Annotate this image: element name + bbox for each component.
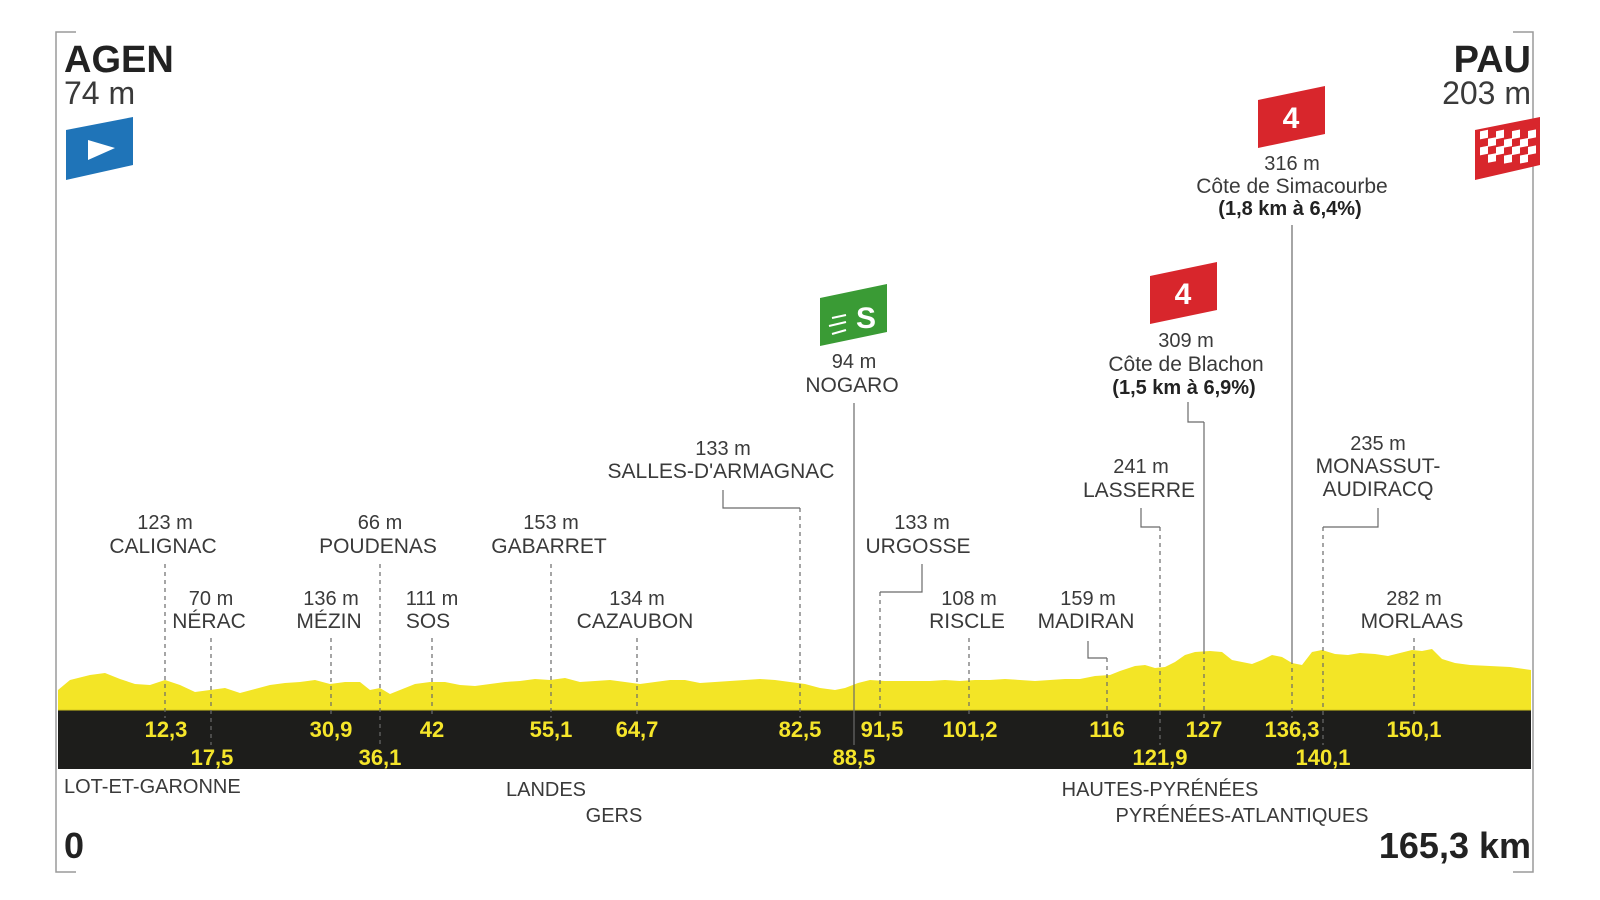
- km-marker: 30,9: [310, 717, 353, 742]
- place-altitude: 111 m: [406, 588, 459, 610]
- place-name: NOGARO: [805, 374, 898, 397]
- place-name: GABARRET: [491, 535, 607, 558]
- place-name: NÉRAC: [172, 610, 246, 633]
- frame: [55, 31, 1534, 873]
- place-altitude: 153 m: [523, 512, 579, 534]
- km-markers: 12,3 17,5 30,9 36,1 42 55,1 64,7 82,5 88…: [145, 717, 1442, 770]
- place-altitude: 136 m: [303, 588, 359, 610]
- place-name: RISCLE: [929, 610, 1005, 633]
- km-marker: 127: [1186, 717, 1223, 742]
- km-marker: 42: [420, 717, 444, 742]
- region-label: LOT-ET-GARONNE: [64, 776, 241, 798]
- place-altitude: 134 m: [609, 588, 665, 610]
- km-marker: 55,1: [530, 717, 573, 742]
- place-altitude: 159 m: [1060, 588, 1116, 610]
- finish-city: PAU: [1454, 39, 1531, 81]
- km-marker: 82,5: [779, 717, 822, 742]
- place-altitude: 235 m: [1350, 433, 1406, 455]
- km-marker: 121,9: [1132, 745, 1187, 770]
- finish-altitude: 203 m: [1442, 75, 1531, 111]
- sprint-flag-icon: S: [820, 284, 887, 346]
- km-marker: 140,1: [1295, 745, 1350, 770]
- elevation-profile: [58, 649, 1531, 710]
- climb-name: Côte de Blachon: [1108, 353, 1263, 376]
- climb-details: (1,5 km à 6,9%): [1112, 377, 1255, 399]
- place-altitude: 282 m: [1386, 588, 1442, 610]
- region-label: PYRÉNÉES-ATLANTIQUES: [1115, 804, 1368, 827]
- place-name: LASSERRE: [1083, 479, 1195, 502]
- km-marker: 116: [1089, 717, 1125, 742]
- place-name: CAZAUBON: [577, 610, 694, 633]
- km-marker: 91,5: [861, 717, 904, 742]
- climb-category-blachon: 4: [1175, 278, 1192, 311]
- place-altitude: 133 m: [894, 512, 950, 534]
- place-altitude: 123 m: [137, 512, 193, 534]
- place-name: SALLES-D'ARMAGNAC: [608, 460, 835, 483]
- place-name: AUDIRACQ: [1323, 478, 1434, 501]
- km-marker: 136,3: [1264, 717, 1319, 742]
- km-marker: 17,5: [191, 745, 234, 770]
- start-altitude: 74 m: [64, 75, 135, 111]
- km-marker: 88,5: [833, 745, 876, 770]
- climb-details: (1,8 km à 6,4%): [1218, 198, 1361, 220]
- place-altitude: 241 m: [1113, 456, 1169, 478]
- km-band: [58, 710, 1531, 769]
- climb-category-flag-icon: 4: [1150, 262, 1217, 324]
- finish-flag-icon: [1475, 117, 1540, 180]
- place-name: URGOSSE: [865, 535, 970, 558]
- start-city: AGEN: [64, 39, 174, 81]
- place-labels: 123 m CALIGNAC 70 m NÉRAC 136 m MÉZIN 66…: [109, 153, 1463, 633]
- place-name: CALIGNAC: [109, 535, 216, 558]
- place-name: MADIRAN: [1038, 610, 1135, 633]
- place-altitude: 309 m: [1158, 330, 1214, 352]
- place-altitude: 66 m: [358, 512, 402, 534]
- climb-category-flag-icon: 4: [1258, 86, 1325, 148]
- start-flag-icon: [66, 117, 133, 180]
- km-marker: 150,1: [1386, 717, 1441, 742]
- place-name: MONASSUT-: [1316, 455, 1441, 478]
- climb-name: Côte de Simacourbe: [1196, 175, 1387, 198]
- climb-category-simacourbe: 4: [1283, 102, 1300, 135]
- place-altitude: 133 m: [695, 438, 751, 460]
- sprint-flag-label: S: [856, 302, 876, 335]
- start-distance: 0: [64, 825, 84, 866]
- leader-lines: [164, 225, 1415, 745]
- km-marker: 101,2: [942, 717, 997, 742]
- region-label: HAUTES-PYRÉNÉES: [1062, 778, 1259, 801]
- km-marker: 64,7: [616, 717, 659, 742]
- place-altitude: 108 m: [941, 588, 997, 610]
- place-name: MORLAAS: [1361, 610, 1464, 633]
- place-name: POUDENAS: [319, 535, 437, 558]
- place-altitude: 94 m: [832, 351, 876, 373]
- total-distance: 165,3 km: [1379, 825, 1531, 866]
- km-marker: 36,1: [359, 745, 402, 770]
- place-name: MÉZIN: [296, 610, 361, 633]
- region-label: LANDES: [506, 779, 586, 801]
- place-altitude: 70 m: [189, 588, 233, 610]
- place-name: SOS: [406, 610, 450, 633]
- region-labels: LOT-ET-GARONNE LANDES GERS HAUTES-PYRÉNÉ…: [64, 776, 1369, 827]
- region-label: GERS: [586, 805, 643, 827]
- km-marker: 12,3: [145, 717, 188, 742]
- place-altitude: 316 m: [1264, 153, 1320, 175]
